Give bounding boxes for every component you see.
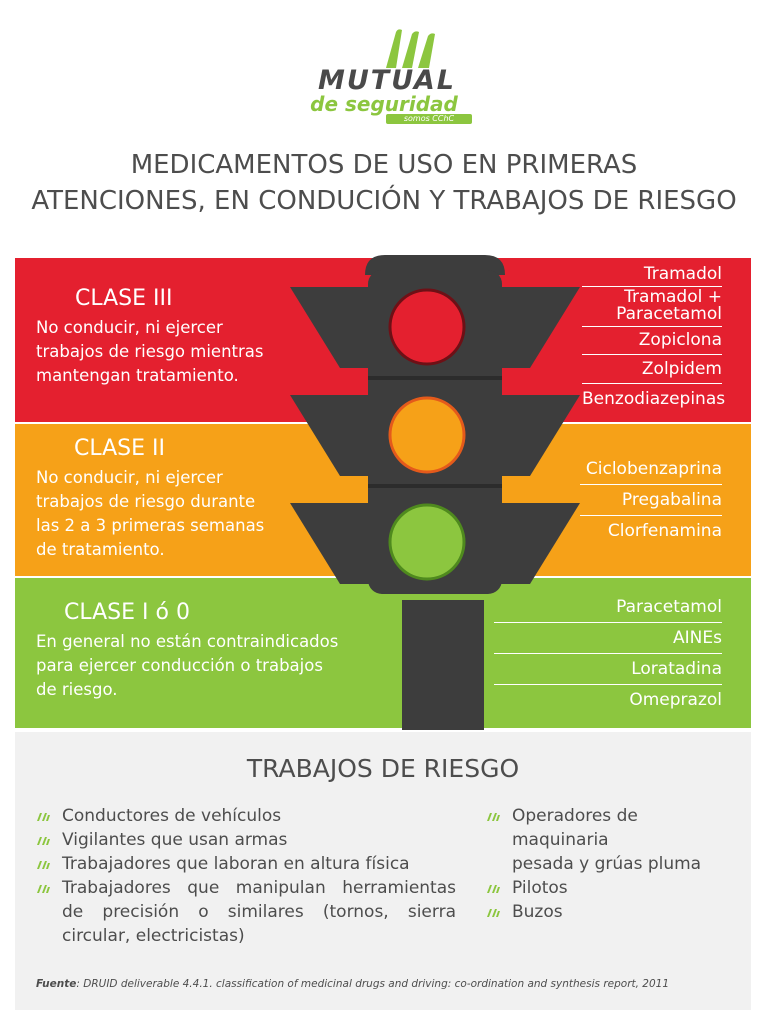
drug-separator — [582, 326, 722, 327]
leaf-bullet-icon — [37, 837, 50, 845]
drug-separator — [580, 484, 722, 485]
drug-item: Ciclobenzaprina — [585, 459, 722, 479]
class-i-title: CLASE I ó 0 — [64, 600, 190, 625]
list-item: Pilotos — [486, 876, 736, 900]
leaf-bullet-icon — [37, 813, 50, 821]
class-i-desc-line: de riesgo. — [36, 680, 118, 699]
orange-light — [388, 396, 466, 474]
class-i-desc-line: para ejercer conducción o trabajos — [36, 656, 323, 675]
drug-item: Loratadina — [631, 659, 722, 679]
drug-item: Benzodiazepinas — [582, 389, 726, 409]
class-iii-desc-line: No conducir, ni ejercer — [36, 318, 223, 337]
drug-item: Zopiclona — [638, 330, 722, 350]
drug-item: Omeprazol — [629, 690, 722, 710]
mutual-logo: MUTUAL de seguridad somos CChC — [290, 28, 480, 128]
leaf-bullet-icon — [487, 885, 500, 893]
green-light — [388, 503, 466, 581]
logo-sub: de seguridad — [310, 92, 458, 116]
drug-separator — [494, 622, 722, 623]
page-title-line-2: ATENCIONES, EN CONDUCIÓN Y TRABAJOS DE R… — [31, 186, 737, 216]
risk-item-text: Pilotos — [512, 878, 568, 898]
class-ii-desc-line: trabajos de riesgo durante — [36, 492, 256, 511]
list-item: Operadores de maquinaria pesada y grúas … — [486, 804, 736, 876]
class-i-drug-list: Paracetamol AINEs Loratadina Omeprazol — [494, 592, 722, 715]
drug-item: Clorfenamina — [607, 521, 722, 541]
leaf-bullet-icon — [487, 909, 500, 917]
drug-item: Tramadol + — [624, 287, 722, 307]
risk-jobs-panel — [15, 732, 751, 1010]
leaf-bullet-icon — [487, 813, 500, 821]
class-ii-desc-line: las 2 a 3 primeras semanas — [36, 516, 265, 535]
list-item: Buzos — [486, 900, 736, 924]
class-ii-drug-list: Ciclobenzaprina Pregabalina Clorfenamina — [580, 454, 722, 546]
drug-separator — [582, 383, 722, 384]
source-text: : DRUID deliverable 4.4.1. classificatio… — [76, 978, 670, 990]
list-item: Vigilantes que usan armas — [36, 828, 456, 852]
risk-item-text: Conductores de vehículos — [62, 806, 282, 826]
drug-item: Pregabalina — [621, 490, 722, 510]
class-iii-description: No conducir, ni ejercer trabajos de ries… — [36, 316, 286, 388]
source-note: Fuente: DRUID deliverable 4.4.1. classif… — [36, 978, 736, 990]
drug-item: Zolpidem — [641, 359, 722, 379]
class-i-desc-line: En general no están contraindicados — [36, 632, 339, 651]
class-iii-title: CLASE III — [75, 286, 173, 311]
drug-item: Tramadol — [643, 264, 722, 284]
risk-item-text: pesada y grúas pluma — [512, 854, 702, 874]
source-label: Fuente — [36, 978, 77, 990]
leaf-bullet-icon — [37, 885, 50, 893]
list-item: Trabajadores que laboran en altura físic… — [36, 852, 456, 876]
drug-separator — [582, 286, 722, 287]
class-ii-desc-line: No conducir, ni ejercer — [36, 468, 223, 487]
logo-name: MUTUAL — [317, 65, 457, 96]
class-iii-desc-line: trabajos de riesgo mientras — [36, 342, 264, 361]
risk-jobs-title: TRABAJOS DE RIESGO — [246, 754, 520, 783]
drug-item: Paracetamol — [616, 304, 722, 324]
class-i-description: En general no están contraindicados para… — [36, 630, 361, 702]
class-iii-desc-line: mantengan tratamiento. — [36, 366, 239, 385]
logo-mark-icon — [386, 29, 435, 68]
page-title-line-1: MEDICAMENTOS DE USO EN PRIMERAS — [130, 150, 638, 180]
risk-item-text: Operadores de maquinaria — [512, 806, 638, 850]
risk-item-text: de precisión o similares (tornos, sierra — [62, 902, 456, 922]
drug-separator — [494, 653, 722, 654]
red-light — [388, 288, 466, 366]
class-ii-description: No conducir, ni ejercer trabajos de ries… — [36, 466, 281, 562]
risk-jobs-left-list: Conductores de vehículos Vigilantes que … — [36, 804, 456, 948]
risk-item-text: Trabajadores que laboran en altura físic… — [62, 854, 410, 874]
drug-separator — [494, 684, 722, 685]
drug-separator — [580, 515, 722, 516]
class-ii-desc-line: de tratamiento. — [36, 540, 165, 559]
risk-item-text: Vigilantes que usan armas — [62, 830, 288, 850]
drug-item: AINEs — [673, 628, 722, 648]
risk-item-text: circular, electricistas) — [62, 926, 245, 946]
class-ii-title: CLASE II — [74, 436, 166, 461]
drug-separator — [582, 354, 722, 355]
list-item: Trabajadores que manipulan herramientas … — [36, 876, 456, 948]
risk-jobs-right-list: Operadores de maquinaria pesada y grúas … — [486, 804, 736, 924]
logo-tagline: somos CChC — [386, 114, 472, 124]
drug-item: Paracetamol — [616, 597, 722, 617]
list-item: Conductores de vehículos — [36, 804, 456, 828]
leaf-bullet-icon — [37, 861, 50, 869]
class-iii-drug-list: Tramadol Tramadol + Paracetamol Zopiclon… — [582, 262, 726, 414]
risk-item-text: Trabajadores que manipulan herramientas — [62, 878, 456, 898]
risk-item-text: Buzos — [512, 902, 563, 922]
